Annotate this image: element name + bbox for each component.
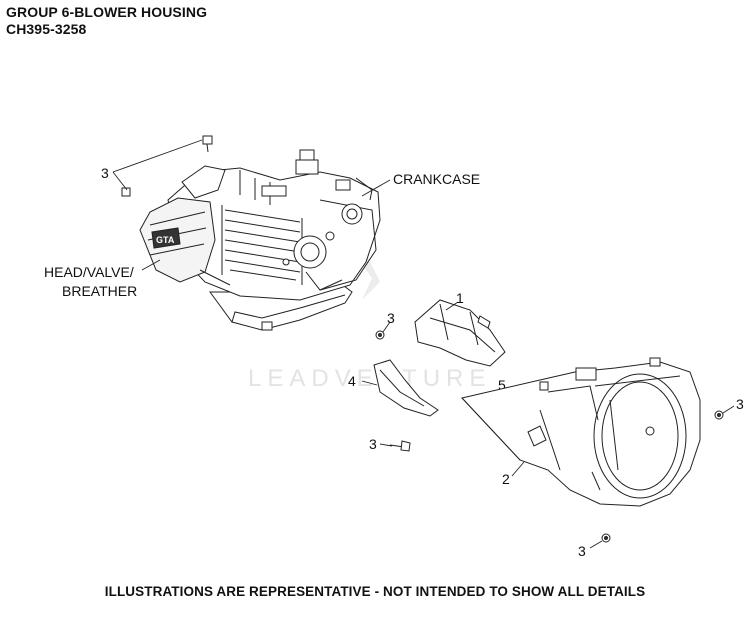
screw-part-3-bottom[interactable] [601,533,611,543]
crankcase-label: CRANKCASE [393,171,480,187]
leader-line [511,461,525,477]
callout-3-right: 3 [736,396,744,412]
leader-line [445,301,459,311]
leader-line [382,321,391,333]
callout-4: 4 [348,373,356,389]
leader-line [112,139,203,173]
screw-part-3-top[interactable] [121,135,213,197]
head-valve-breather-label-line2: BREATHER [62,283,137,299]
callout-3-left: 3 [369,436,377,452]
leader-line [141,259,161,271]
leader-line [379,443,393,447]
callout-3-mid: 3 [387,310,395,326]
engine-assembly[interactable]: GTA [139,149,381,331]
watermark-logo: LEADVENTURE [248,255,491,392]
watermark-text: LEADVENTURE [248,365,491,392]
screw-part-3-mid[interactable] [375,330,385,340]
blower-housing-part-2[interactable] [461,357,701,507]
leader-line [112,171,128,191]
screw-part-3-left[interactable] [389,440,411,452]
callout-2: 2 [502,471,510,487]
leader-line [361,179,391,197]
model-number: CH395-3258 [6,21,87,37]
svg-text:GTA: GTA [156,235,175,245]
group-title: GROUP 6-BLOWER HOUSING [6,4,208,20]
leader-line [589,540,603,549]
callout-3-top: 3 [101,165,109,181]
baffle-part-4[interactable] [373,359,439,417]
callout-3-bottom: 3 [578,543,586,559]
leader-line [461,397,521,461]
leader-line [361,380,378,386]
disclaimer-footer: ILLUSTRATIONS ARE REPRESENTATIVE - NOT I… [104,584,646,599]
callout-5: 5 [498,377,506,393]
head-valve-breather-label-line1: HEAD/VALVE/ [44,264,134,280]
leader-line [722,405,735,414]
heat-shield-part-1[interactable] [414,299,506,367]
screw-part-3-right[interactable] [714,410,724,420]
callout-1: 1 [456,290,464,306]
